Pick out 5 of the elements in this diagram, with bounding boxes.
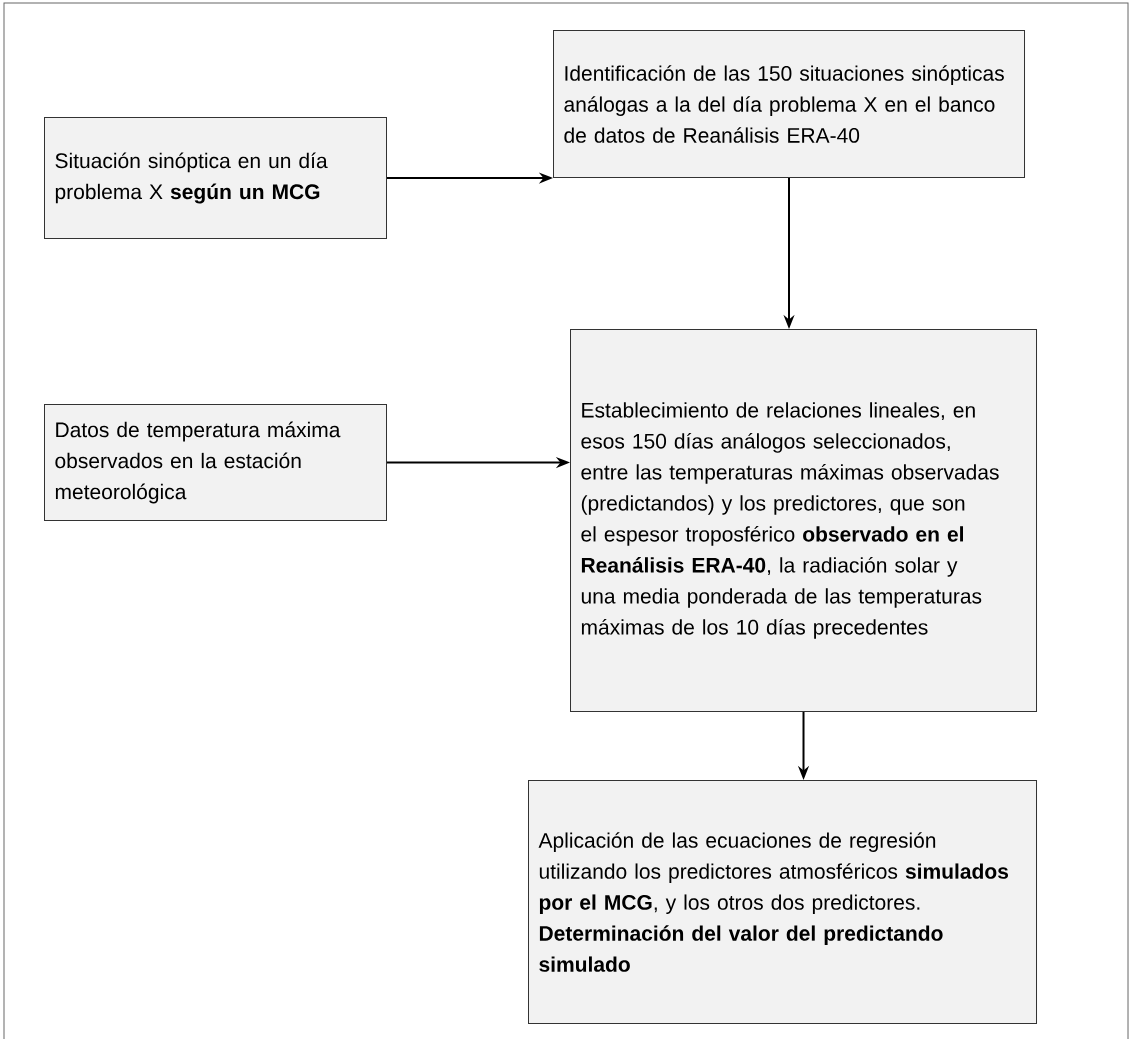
process-box: Aplicación de las ecuaciones de regresión utilizando los predictores atmosféricos simulados por el MCG, y los otros dos predictores. Determinación del valor del predictando simulado: [528, 780, 1037, 1024]
process-box: Identificación de las 150 situaciones sinópticas análogas a la del día problema X en el banco de datos de Reanálisis ERA-40: [553, 30, 1025, 178]
process-box: Establecimiento de relaciones lineales, en esos 150 días análogos seleccionados, entre las temperaturas máximas observadas (predictandos) y los predictores, que son el espesor troposférico observado en el Reanálisis ERA-40, la radiación solar y una media ponderada de las temperaturas máximas de los 10 días precedentes: [570, 329, 1037, 712]
process-box: Datos de temperatura máxima observados en la estación meteorológica: [44, 404, 387, 521]
process-box: Situación sinóptica en un día problema X según un MCG: [44, 117, 387, 239]
